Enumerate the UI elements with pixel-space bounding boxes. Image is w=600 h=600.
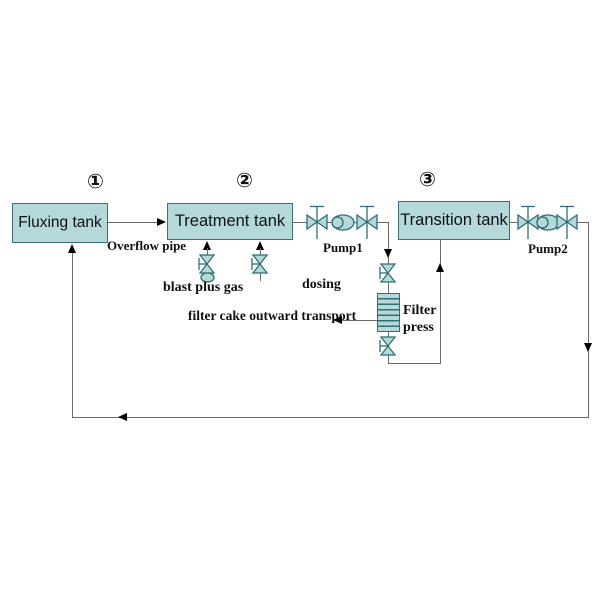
filter-press-label-line1: Filter (403, 303, 437, 318)
filter-press-label-line2: press (403, 320, 434, 335)
pipe-blast-gas (207, 248, 208, 256)
treatment-tank: Treatment tank (167, 203, 293, 240)
valve-icon-blast-gas (198, 254, 216, 274)
fluxing-tank: Fluxing tank (12, 203, 108, 243)
gas-sparger-icon (200, 272, 215, 283)
blast-plus-gas-label: blast plus gas (163, 280, 244, 295)
valve-icon-filter-inlet (379, 263, 397, 283)
filter-cake-label: filter cake outward transport (188, 308, 357, 323)
valve-icon-dosing (251, 254, 269, 274)
step-number-2: ② (236, 168, 253, 192)
step-number-1: ① (87, 169, 104, 193)
arrowhead-into-fluxing-tank (67, 244, 76, 253)
pipe-recycle-right (588, 222, 589, 418)
valve-icon-pump1-outlet (356, 205, 378, 239)
arrowhead-into-treatment-tank (157, 218, 166, 226)
valve-icon-filter-outlet (379, 336, 397, 356)
pipe-filter-cake (342, 320, 377, 321)
pump2-label: Pump2 (528, 241, 568, 256)
transition-tank: Transition tank (398, 201, 510, 240)
overflow-pipe-label: Overflow pipe (107, 238, 187, 253)
arrowhead-filter-cake-out (333, 316, 342, 324)
valve-icon-pump1-inlet (306, 205, 328, 239)
pipe-recycle-bottom (72, 417, 589, 418)
pipe-dosing-lower (260, 273, 261, 281)
arrowhead-dosing-into-tank (255, 241, 264, 250)
pipe-filter-outlet-lower (388, 355, 389, 363)
arrowhead-down-to-filter (383, 249, 392, 258)
dosing-label: dosing (302, 277, 341, 292)
valve-icon-pump2-outlet (556, 205, 578, 239)
pipe-overflow (108, 222, 158, 223)
pipe-filter-outlet-upper (388, 332, 389, 337)
step-number-3: ③ (419, 167, 436, 191)
pump1-label: Pump1 (323, 240, 363, 255)
pump1-icon (331, 214, 355, 231)
pipe-recycle-left (72, 249, 73, 418)
pipe-filtrate-bottom (388, 363, 441, 364)
filter-press (377, 293, 400, 332)
arrowhead-into-transition-tank (435, 263, 444, 272)
arrowhead-recycle-left (118, 413, 127, 421)
arrowhead-blast-gas-into-tank (202, 241, 211, 250)
pipe-filtrate-riser (440, 240, 441, 363)
pipe-to-filter-lower (388, 282, 389, 293)
pipe-dosing-upper (260, 248, 261, 256)
pipe-to-filter-upper (388, 222, 389, 264)
arrowhead-recycle-down (583, 343, 592, 352)
